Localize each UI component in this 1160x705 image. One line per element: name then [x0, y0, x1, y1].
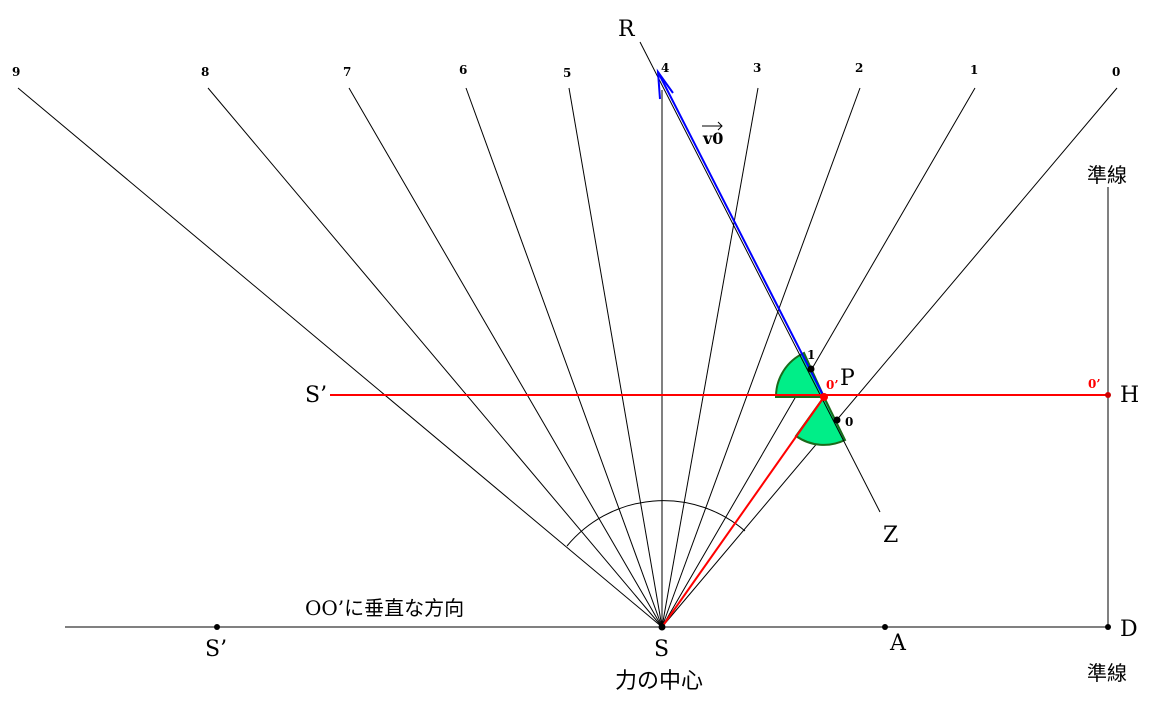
label-point-0: 0 — [845, 415, 853, 429]
ray-5 — [568, 87, 663, 628]
ray-label-8: 8 — [201, 65, 209, 79]
ray-9 — [17, 87, 663, 628]
label-p: P — [840, 366, 855, 391]
ray-6 — [465, 87, 663, 628]
point-p — [820, 393, 828, 401]
label-directrix-bottom: 準線 — [1087, 661, 1127, 685]
label-r: R — [618, 17, 636, 42]
label-v0: v0 — [702, 129, 723, 148]
point-h — [1105, 392, 1111, 398]
v0-arrow-head-icon — [717, 121, 723, 131]
ray-label-6: 6 — [459, 63, 467, 77]
ray-label-7: 7 — [343, 65, 351, 79]
ray-label-9: 9 — [12, 65, 20, 79]
rays — [17, 87, 1118, 628]
velocity-arrowhead-icon — [656, 68, 674, 100]
angle-arc — [566, 500, 746, 547]
label-h: H — [1120, 383, 1139, 408]
label-z: Z — [883, 523, 898, 548]
label-directrix-top: 準線 — [1087, 163, 1127, 187]
ray-label-2: 2 — [855, 61, 863, 75]
ray-1 — [661, 87, 976, 628]
ray-8 — [207, 87, 663, 628]
point-1 — [807, 365, 815, 373]
ray-3 — [661, 87, 759, 628]
point-0 — [833, 416, 841, 424]
point-a — [882, 624, 888, 630]
ray-label-4: 4 — [661, 61, 669, 75]
label-s-prime-top: S’ — [305, 383, 327, 408]
label-point-1: 1 — [807, 348, 815, 362]
point-d — [1105, 624, 1111, 630]
point-s-prime — [214, 624, 220, 630]
velocity-vector — [657, 71, 825, 398]
radius-red-line — [661, 396, 825, 628]
label-a: A — [889, 631, 907, 656]
label-perpendicular-direction: OO’に垂直な方向 — [305, 596, 464, 620]
ray-label-0: 0 — [1112, 65, 1120, 79]
label-s: S — [654, 637, 669, 662]
ray-7 — [348, 87, 663, 628]
label-d: D — [1120, 617, 1138, 642]
ray-label-1: 1 — [970, 63, 978, 77]
label-center-of-force: 力の中心 — [615, 669, 703, 694]
ray-0 — [661, 87, 1118, 628]
label-s-prime-bottom: S’ — [205, 637, 227, 662]
ray-2 — [661, 87, 861, 628]
tangent-line — [639, 41, 881, 513]
label-o-prime-h: 0’ — [1088, 377, 1101, 391]
ray-label-5: 5 — [563, 66, 571, 80]
label-o-prime-p: 0’ — [826, 378, 839, 392]
ray-label-3: 3 — [753, 61, 761, 75]
point-s — [658, 623, 666, 631]
